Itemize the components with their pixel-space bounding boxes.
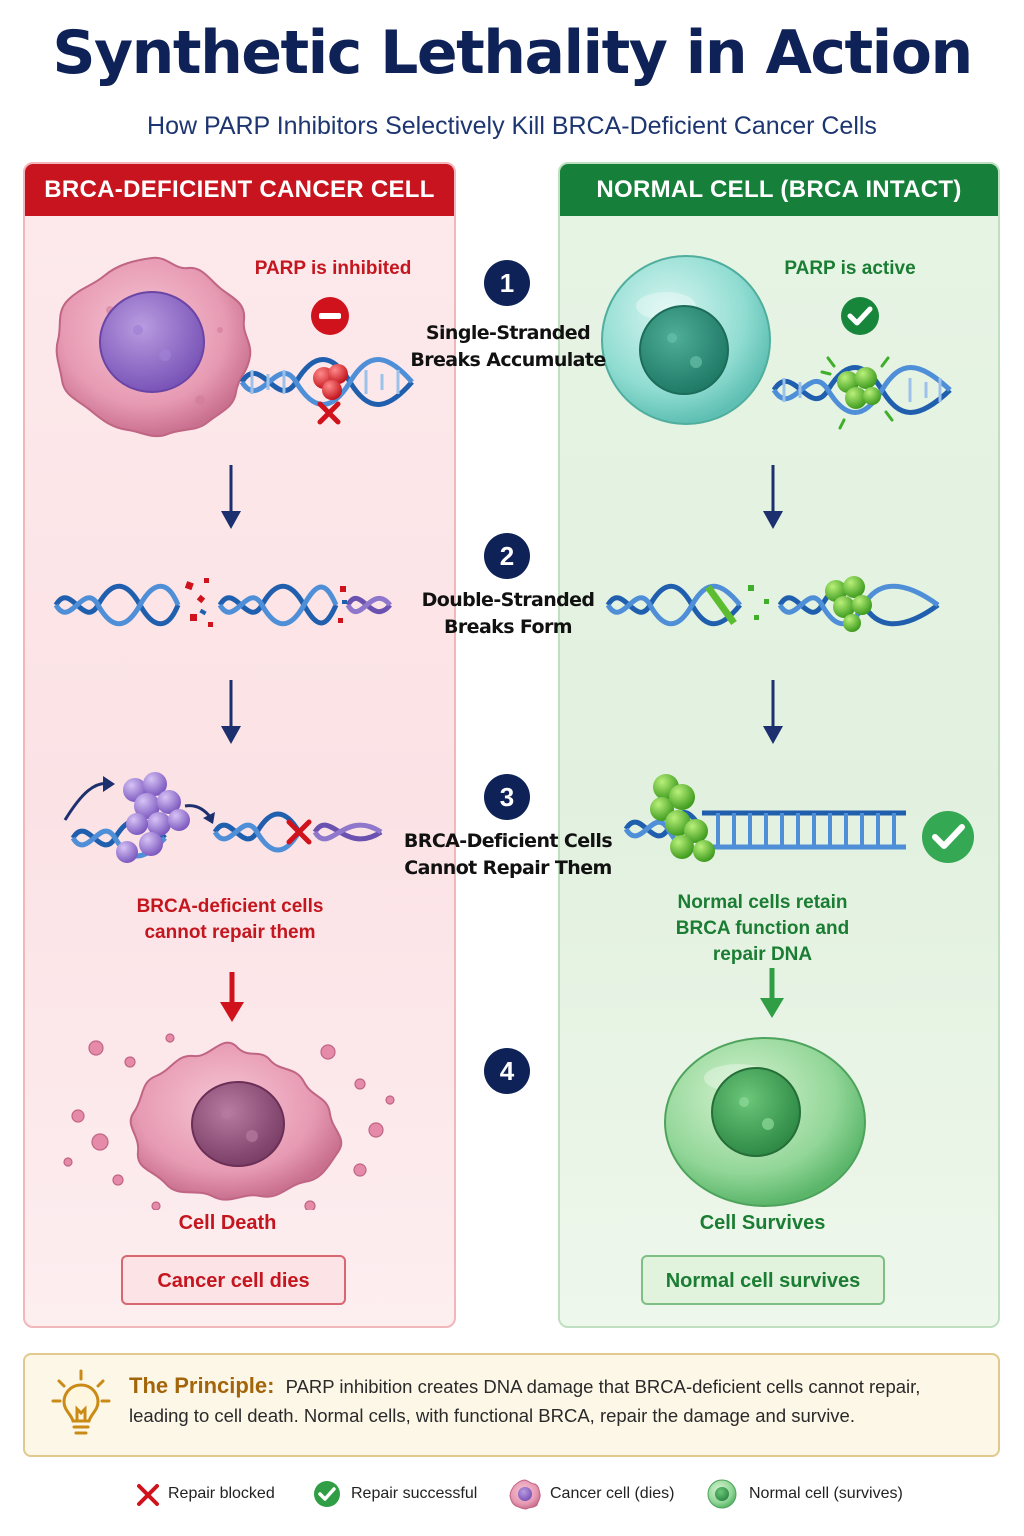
failed-repair-dna-icon xyxy=(63,772,383,863)
legend-repair-blocked: Repair blocked xyxy=(135,1478,295,1510)
cancer-outcome-box: Cancer cell dies xyxy=(121,1255,346,1305)
principle-heading: The Principle: xyxy=(129,1373,275,1398)
cancer-panel-header: BRCA-DEFICIENT CANCER CELL xyxy=(25,164,454,216)
cell-death-label: Cell Death xyxy=(178,1212,277,1234)
repaired-dna-icon xyxy=(623,774,974,863)
page-subtitle: How PARP Inhibitors Selectively Kill BRC… xyxy=(147,112,877,140)
step-3-badge: 3 xyxy=(484,774,530,820)
down-arrow-icon xyxy=(763,680,783,744)
lightbulb-icon xyxy=(51,1369,111,1435)
principle-body: PARP inhibition creates DNA damage that … xyxy=(129,1376,921,1426)
legend-label: Cancer cell (dies) xyxy=(550,1485,675,1502)
green-check-icon xyxy=(314,1481,340,1507)
inhibited-minus-icon xyxy=(311,297,349,335)
normal-outcome-box: Normal cell survives xyxy=(641,1255,885,1305)
legend-label: Repair successful xyxy=(351,1485,478,1502)
step-3-text: BRCA-Deficient Cells Cannot Repair Them xyxy=(403,830,613,879)
step-2-text: Double-Stranded Breaks Form xyxy=(421,589,595,638)
cancer-cell-icon xyxy=(55,256,252,438)
red-down-arrow-icon xyxy=(220,972,244,1022)
step-1-badge: 1 xyxy=(484,260,530,306)
cancer-cell-icon xyxy=(509,1479,541,1510)
principle-text-block: The Principle: PARP inhibition creates D… xyxy=(129,1371,979,1430)
surviving-normal-cell-icon xyxy=(664,1037,866,1207)
down-arrow-icon xyxy=(221,680,241,744)
step-1-text: Single-Stranded Breaks Accumulate xyxy=(410,322,606,371)
step-4-badge: 4 xyxy=(484,1048,530,1094)
down-arrow-icon xyxy=(221,465,241,529)
legend-label: Normal cell (survives) xyxy=(749,1485,903,1502)
normal-repair-note: Normal cells retain BRCA function and re… xyxy=(675,892,850,965)
active-check-icon xyxy=(841,297,879,335)
cannot-repair-note: BRCA-deficient cells cannot repair them xyxy=(136,896,324,943)
dna-repair-in-progress-icon xyxy=(605,576,940,632)
green-down-arrow-icon xyxy=(760,968,784,1018)
red-x-icon xyxy=(137,1484,159,1506)
dna-strand-parp-bound-icon xyxy=(771,356,952,430)
legend-label: Repair blocked xyxy=(168,1485,275,1502)
normal-cell-icon xyxy=(707,1479,737,1509)
parp-inhibited-label: PARP is inhibited xyxy=(254,258,412,279)
page-title: Synthetic Lethality in Action xyxy=(52,18,973,88)
normal-cell-icon xyxy=(601,255,771,425)
down-arrow-icon xyxy=(763,465,783,529)
cell-survives-label: Cell Survives xyxy=(699,1212,826,1234)
dna-strand-ss-breaks-icon xyxy=(239,357,414,425)
dying-cancer-cell-icon xyxy=(63,1033,395,1210)
dna-double-strand-break-icon xyxy=(53,578,392,627)
legend-repair-successful: Repair successful xyxy=(313,1478,493,1510)
legend-normal-cell: Normal cell (survives) xyxy=(705,1478,915,1510)
step-2-badge: 2 xyxy=(484,533,530,579)
legend-cancer-cell: Cancer cell (dies) xyxy=(508,1478,698,1510)
parp-active-label: PARP is active xyxy=(784,258,916,279)
principle-box: The Principle: PARP inhibition creates D… xyxy=(23,1353,1000,1457)
normal-panel-header: NORMAL CELL (BRCA INTACT) xyxy=(560,164,998,216)
